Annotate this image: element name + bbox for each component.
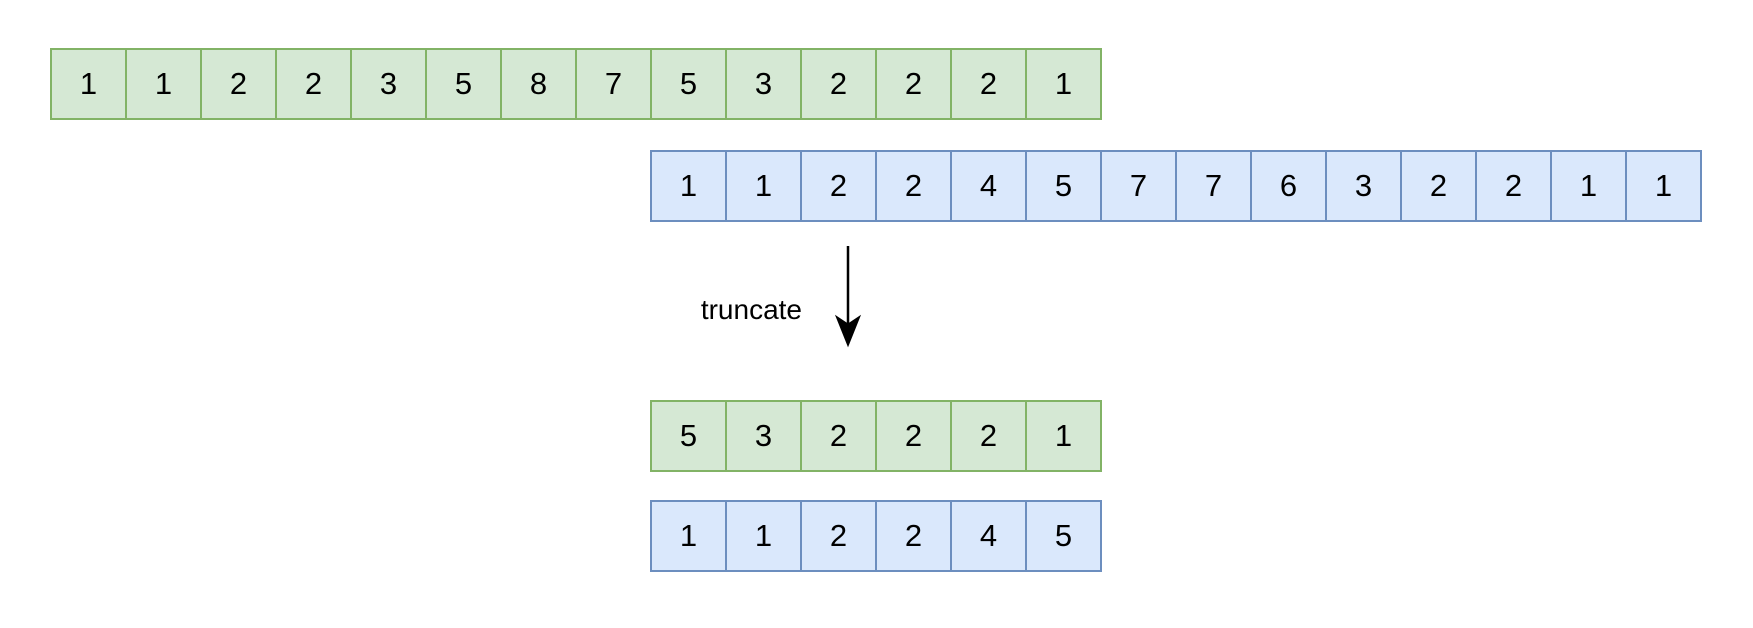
array-cell: 2	[875, 400, 952, 472]
array-cell: 4	[950, 150, 1027, 222]
array-cell: 5	[1025, 500, 1102, 572]
array-cell: 3	[350, 48, 427, 120]
array-cell: 7	[1175, 150, 1252, 222]
array-cell: 6	[1250, 150, 1327, 222]
arrow-down-icon	[796, 240, 908, 352]
array-cell: 7	[575, 48, 652, 120]
array-cell: 2	[875, 48, 952, 120]
array-cell: 2	[1400, 150, 1477, 222]
arrow-down-svg	[834, 246, 862, 348]
array-cell: 4	[950, 500, 1027, 572]
array-cell: 1	[725, 150, 802, 222]
array-cell: 1	[650, 500, 727, 572]
array-cell: 3	[725, 400, 802, 472]
array-cell: 2	[950, 48, 1027, 120]
array-cell: 7	[1100, 150, 1177, 222]
truncate-label: truncate	[700, 294, 802, 325]
array-cell: 1	[1625, 150, 1702, 222]
array-cell: 1	[50, 48, 127, 120]
array-cell: 2	[800, 400, 877, 472]
array-cell: 2	[875, 150, 952, 222]
array-cell: 5	[650, 48, 727, 120]
array-cell: 2	[800, 150, 877, 222]
array-cell: 1	[650, 150, 727, 222]
array-cell: 2	[875, 500, 952, 572]
array-cell: 2	[800, 500, 877, 572]
array-cell: 1	[725, 500, 802, 572]
array-cell: 2	[800, 48, 877, 120]
array-cell: 1	[125, 48, 202, 120]
array-cell: 2	[950, 400, 1027, 472]
array-cell: 2	[1475, 150, 1552, 222]
array-cell: 3	[1325, 150, 1402, 222]
array-cell: 3	[725, 48, 802, 120]
array-cell: 5	[425, 48, 502, 120]
array-cell: 5	[1025, 150, 1102, 222]
array-cell: 1	[1025, 400, 1102, 472]
array-cell: 5	[650, 400, 727, 472]
array-cell: 8	[500, 48, 577, 120]
array-cell: 2	[200, 48, 277, 120]
array-cell: 1	[1025, 48, 1102, 120]
array-cell: 1	[1550, 150, 1627, 222]
array-cell: 2	[275, 48, 352, 120]
